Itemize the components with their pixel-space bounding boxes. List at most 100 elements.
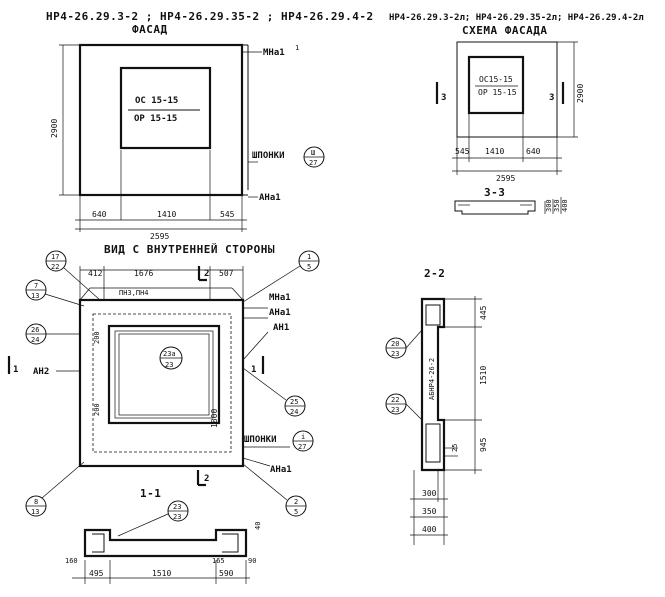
svg-text:1510: 1510 — [152, 569, 171, 578]
svg-text:1676: 1676 — [134, 269, 153, 278]
svg-text:400: 400 — [422, 525, 437, 534]
svg-text:1510: 1510 — [479, 366, 488, 385]
bubble-1-5: 1 5 — [242, 250, 320, 303]
svg-text:ОС15-15: ОС15-15 — [479, 75, 513, 84]
bubble-2-5: 2 5 — [242, 463, 307, 517]
facade-panel-codes: НР4-26.29.3-2 ; НР4-26.29.35-2 ; НР4-26.… — [46, 10, 374, 23]
facade-dim-3: 545 — [220, 210, 235, 219]
section-3-title: 3-3 — [484, 186, 505, 199]
svg-text:2: 2 — [204, 269, 209, 279]
svg-text:5: 5 — [294, 508, 298, 516]
bubble-26-24: 26 24 — [25, 323, 80, 345]
bubble-7-13: 7 13 — [25, 279, 85, 307]
section-2-title: 2-2 — [424, 267, 445, 280]
facade-view: ОС 15-15 ОР 15-15 2900 МНа1 1 ШПОНКИ Ш 2… — [50, 43, 325, 241]
scheme-view: ОС15-15 ОР 15-15 3 3 2900 545 1410 640 2… — [435, 41, 585, 215]
svg-text:350: 350 — [553, 199, 561, 212]
svg-text:445: 445 — [479, 305, 488, 320]
svg-text:200: 200 — [93, 331, 101, 344]
scheme-marker-right: 3 — [549, 93, 554, 103]
section-1-profile — [83, 528, 248, 558]
svg-text:2: 2 — [294, 498, 298, 506]
section-2-vert-label: АБНР4-26-2 — [428, 358, 436, 400]
svg-text:ОР 15-15: ОР 15-15 — [478, 88, 517, 97]
svg-text:1: 1 — [251, 365, 256, 375]
svg-text:i: i — [301, 433, 305, 441]
svg-text:13: 13 — [31, 508, 39, 516]
bubble-25-24: 25 24 — [242, 367, 306, 417]
inner-view: ПН3,ПН4 412 1676 507 2 200 200 1800 МНа1… — [7, 250, 320, 517]
scheme-window — [467, 55, 525, 115]
section-2-view: АБНР4-26-2 20 23 22 23 445 1510 945 25 3… — [385, 296, 488, 545]
svg-text:23: 23 — [391, 350, 399, 358]
svg-text:22: 22 — [391, 396, 399, 404]
svg-text:7: 7 — [34, 282, 38, 290]
svg-text:945: 945 — [479, 437, 488, 452]
svg-text:495: 495 — [89, 569, 104, 578]
section-3-profile — [454, 200, 536, 215]
svg-text:165: 165 — [212, 557, 225, 565]
svg-text:2595: 2595 — [496, 174, 515, 183]
svg-text:2: 2 — [204, 474, 209, 484]
svg-text:545: 545 — [455, 147, 470, 156]
svg-text:200: 200 — [93, 403, 101, 416]
facade-dim-2: 1410 — [157, 210, 176, 219]
svg-text:2900: 2900 — [576, 84, 585, 103]
svg-text:23: 23 — [173, 513, 181, 521]
facade-dim-total: 2595 — [150, 232, 169, 241]
label-ana1: АНа1 — [259, 193, 281, 203]
svg-text:1: 1 — [295, 44, 299, 52]
bubble-17-22: 17 22 — [45, 250, 101, 301]
svg-text:24: 24 — [31, 336, 39, 344]
svg-text:300: 300 — [422, 489, 437, 498]
bubble-i-27: i 27 — [292, 430, 314, 452]
svg-text:640: 640 — [526, 147, 541, 156]
svg-text:590: 590 — [219, 569, 234, 578]
svg-text:23: 23 — [173, 503, 181, 511]
svg-text:23а: 23а — [163, 350, 176, 358]
scheme-panel-codes: НР4-26.29.3-2л; НР4-26.29.35-2л; НР4-26.… — [389, 13, 644, 23]
facade-dim-1: 640 — [92, 210, 107, 219]
svg-text:24: 24 — [290, 408, 298, 416]
svg-text:1800: 1800 — [210, 409, 219, 428]
svg-text:412: 412 — [88, 269, 103, 278]
facade-window-label-1: ОС 15-15 — [135, 96, 178, 106]
facade-window-label-2: ОР 15-15 — [134, 114, 177, 124]
svg-text:400: 400 — [561, 199, 569, 212]
svg-text:АНа1: АНа1 — [270, 465, 292, 475]
section-1-view: 23 23 495 1510 590 160 165 90 40 — [65, 500, 262, 584]
scheme-title: СХЕМА ФАСАДА — [462, 24, 547, 37]
inner-view-title: ВИД С ВНУТРЕННЕЙ СТОРОНЫ — [104, 243, 275, 256]
scheme-outline — [456, 41, 558, 138]
svg-text:90: 90 — [248, 557, 256, 565]
svg-text:26: 26 — [31, 326, 39, 334]
section-1-title: 1-1 — [140, 487, 161, 500]
svg-text:АН1: АН1 — [273, 323, 289, 333]
svg-text:1410: 1410 — [485, 147, 504, 156]
svg-text:23: 23 — [165, 361, 173, 369]
svg-text:22: 22 — [51, 263, 59, 271]
inner-window — [107, 324, 221, 425]
label-mna1: МНа1 — [263, 48, 285, 58]
svg-text:350: 350 — [422, 507, 437, 516]
svg-text:АНа1: АНа1 — [269, 308, 291, 318]
svg-text:23: 23 — [391, 406, 399, 414]
label-shponki: ШПОНКИ — [252, 151, 285, 161]
label-pn: ПН3,ПН4 — [119, 289, 149, 297]
section-2-profile — [420, 297, 446, 472]
svg-text:Ш: Ш — [311, 149, 315, 157]
svg-text:8: 8 — [34, 498, 38, 506]
svg-text:5: 5 — [307, 263, 311, 271]
svg-text:МНа1: МНа1 — [269, 293, 291, 303]
svg-text:300: 300 — [545, 199, 553, 212]
svg-text:27: 27 — [309, 159, 317, 167]
svg-text:160: 160 — [65, 557, 78, 565]
svg-text:1: 1 — [13, 365, 18, 375]
facade-outline — [78, 43, 244, 197]
svg-text:40: 40 — [254, 522, 262, 530]
svg-text:27: 27 — [298, 443, 306, 451]
svg-text:17: 17 — [51, 253, 59, 261]
svg-text:АН2: АН2 — [33, 367, 49, 377]
svg-text:ШПОНКИ: ШПОНКИ — [244, 435, 277, 445]
